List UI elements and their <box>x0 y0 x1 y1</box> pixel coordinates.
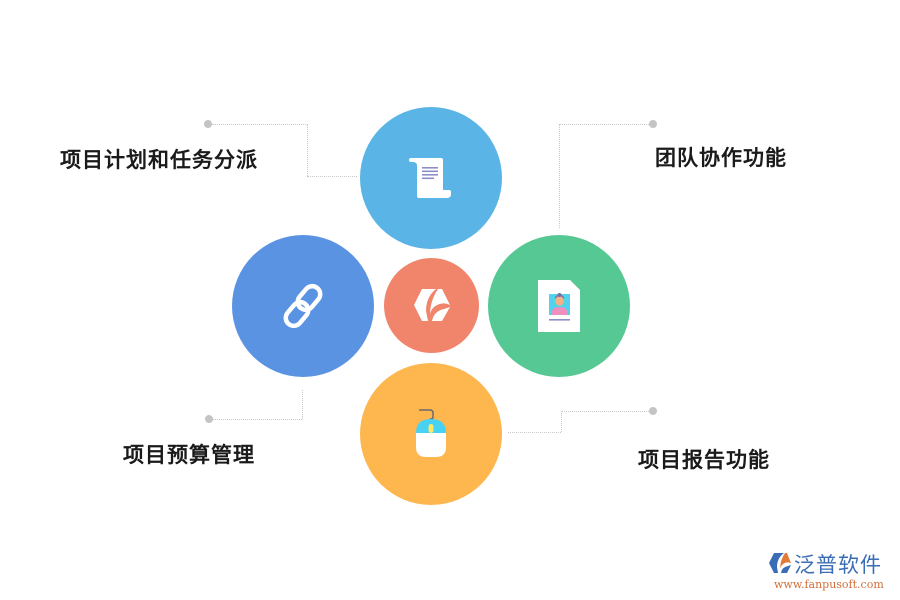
brand-hexagon-icon <box>412 287 452 325</box>
fanpu-logo-icon <box>768 552 792 578</box>
connector-line-top-h2 <box>307 176 357 177</box>
watermark-name: 泛普软件 <box>794 553 882 577</box>
connector-line-bottom-h1 <box>508 432 561 433</box>
connector-line-right-h <box>559 124 649 125</box>
connector-line-top-v <box>307 124 308 176</box>
node-budget-circle <box>232 235 374 377</box>
connector-line-right-v <box>559 124 560 228</box>
connector-dot-right <box>649 120 657 128</box>
watermark-url: www.fanpusoft.com <box>774 578 884 591</box>
connector-dot-bottom <box>649 407 657 415</box>
connector-line-bottom-v <box>561 411 562 432</box>
node-report-circle <box>360 363 502 505</box>
scroll-document-icon <box>407 156 455 200</box>
computer-mouse-icon <box>413 407 449 459</box>
label-budget: 项目预算管理 <box>123 443 255 467</box>
label-team: 团队协作功能 <box>655 146 787 170</box>
node-team-circle <box>488 235 630 377</box>
connector-line-left-v <box>302 390 303 419</box>
watermark-logo: 泛普软件 www.fanpusoft.com <box>768 552 893 597</box>
connector-line-top-h1 <box>212 124 308 125</box>
label-report: 项目报告功能 <box>638 448 770 472</box>
connector-line-bottom-h2 <box>561 411 649 412</box>
connector-dot-left <box>205 415 213 423</box>
center-brand-circle <box>384 258 479 353</box>
connector-dot-top <box>204 120 212 128</box>
profile-card-icon <box>536 278 582 334</box>
node-plan-circle <box>360 107 502 249</box>
chain-link-icon <box>277 280 329 332</box>
connector-line-left-h <box>212 419 302 420</box>
label-plan: 项目计划和任务分派 <box>60 148 258 172</box>
